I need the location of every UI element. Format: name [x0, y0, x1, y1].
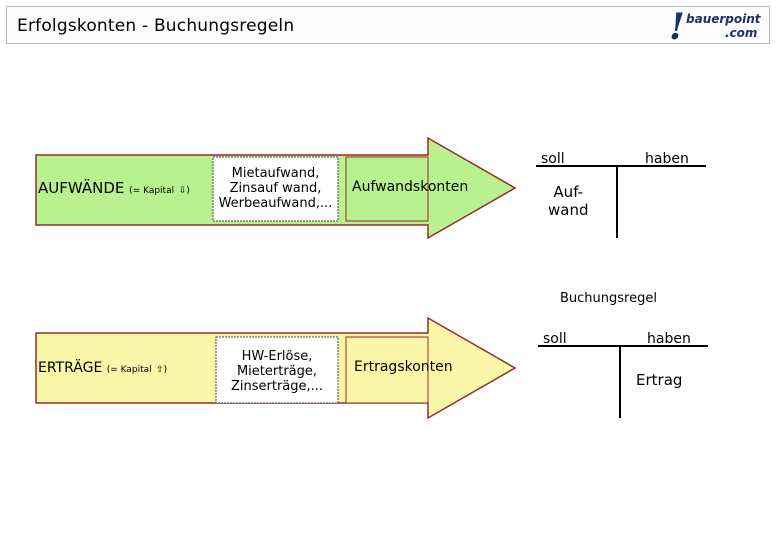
revenue-examples-box	[215, 336, 339, 404]
revenue-t-account-horizontal	[538, 345, 708, 347]
revenues-label: ERTRÄGE (= Kapital ⇧)	[38, 360, 167, 376]
revenues-capital-note: (= Kapital	[106, 365, 152, 375]
expense-t-account-horizontal	[536, 165, 706, 167]
expense-example: Zinsauf wand,	[229, 181, 322, 196]
revenue-account-box	[345, 336, 429, 404]
expenses-title: AUFWÄNDE	[38, 179, 125, 197]
expense-t-account-entry: Auf- wand	[548, 183, 589, 219]
revenue-example: Mieterträge,	[236, 364, 318, 379]
expense-examples-box	[212, 156, 339, 222]
expense-account-type: Aufwandskonten	[352, 179, 469, 195]
expense-t-account-vertical	[616, 166, 618, 238]
capital-decrease-icon: ⇩)	[178, 186, 190, 196]
expenses-capital-note: (= Kapital	[129, 186, 175, 196]
revenues-title: ERTRÄGE	[38, 360, 103, 376]
logo-text-top: bauerpoint	[686, 12, 761, 26]
expense-entry-line: wand	[548, 201, 589, 219]
revenue-example: HW-Erlöse,	[241, 349, 313, 364]
logo-text-bottom: .com	[725, 26, 758, 40]
revenue-credit-label: haben	[647, 331, 691, 347]
bauerpoint-logo: ! bauerpoint .com	[669, 6, 761, 48]
revenue-t-account-entry: Ertrag	[636, 371, 683, 389]
page-title: Erfolgskonten - Buchungsregeln	[17, 16, 295, 36]
expense-examples: Mietaufwand, Zinsauf wand, Werbeaufwand,…	[213, 166, 338, 211]
logo-mark-icon: !	[669, 6, 685, 48]
revenue-example: Zinserträge,...	[230, 379, 324, 394]
revenue-examples: HW-Erlöse, Mieterträge, Zinserträge,...	[216, 349, 338, 394]
expense-account-box	[345, 156, 429, 222]
capital-increase-icon: ⇧)	[156, 365, 168, 375]
expenses-label: AUFWÄNDE (= Kapital ⇩)	[38, 179, 190, 197]
booking-rule-label: Buchungsregel	[560, 291, 657, 306]
revenue-debit-label: soll	[543, 331, 567, 347]
title-bar: Erfolgskonten - Buchungsregeln ! bauerpo…	[6, 6, 770, 48]
expense-entry-line: Auf-	[553, 183, 584, 201]
expense-debit-label: soll	[541, 151, 565, 167]
expense-credit-label: haben	[645, 151, 689, 167]
expense-example: Mietaufwand,	[231, 166, 320, 181]
revenue-t-account-vertical	[619, 346, 621, 418]
revenue-account-type: Ertragskonten	[354, 359, 453, 375]
expense-example: Werbeaufwand,...	[218, 196, 333, 211]
